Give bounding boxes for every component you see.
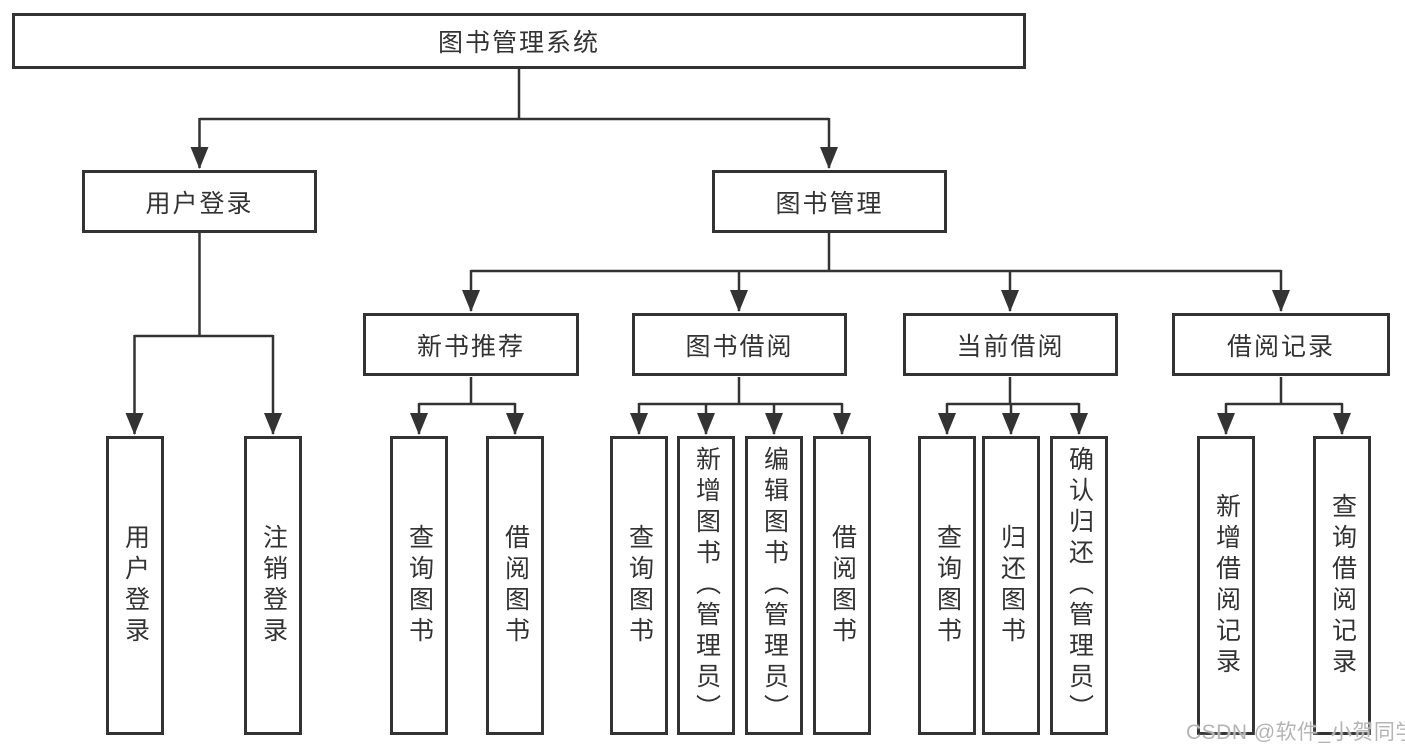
- edges-user-login: [125, 233, 282, 435]
- edges-root: [190, 68, 838, 169]
- node-book-management: 图书管理: [712, 170, 947, 233]
- leaf-query-books-current: 查询图书: [918, 436, 976, 735]
- node-current-borrow: 当前借阅: [903, 313, 1118, 376]
- leaf-add-borrow-record: 新增借阅记录: [1197, 436, 1255, 735]
- leaf-query-borrow-record: 查询借阅记录: [1313, 436, 1371, 735]
- leaf-query-books-borrow: 查询图书: [610, 436, 668, 735]
- csdn-watermark: CSDN @软件_小贺同学: [1186, 721, 1405, 744]
- leaf-query-books-recommend: 查询图书: [390, 436, 448, 735]
- node-borrow-record: 借阅记录: [1172, 313, 1390, 376]
- leaf-confirm-return-admin: 确认归还（管理员）: [1050, 436, 1108, 735]
- leaf-user-login: 用户登录: [106, 436, 164, 735]
- edges-current-borrow: [938, 377, 1088, 435]
- leaf-edit-books-admin: 编辑图书（管理员）: [745, 436, 803, 735]
- edges-borrow-record: [1217, 377, 1351, 435]
- edges-book-management: [462, 233, 1290, 312]
- leaf-borrow-books: 借阅图书: [813, 436, 871, 735]
- node-user-login: 用户登录: [82, 170, 317, 233]
- node-new-book-recommend: 新书推荐: [363, 313, 579, 376]
- leaf-logout: 注销登录: [244, 436, 302, 735]
- node-book-borrow: 图书借阅: [632, 313, 847, 376]
- node-root-library-system: 图书管理系统: [12, 13, 1026, 69]
- leaf-add-books-admin: 新增图书（管理员）: [677, 436, 735, 735]
- edges-new-book-recommend: [410, 377, 524, 435]
- edges-book-borrow: [630, 377, 851, 435]
- leaf-borrow-books-recommend: 借阅图书: [486, 436, 544, 735]
- leaf-return-books: 归还图书: [982, 436, 1040, 735]
